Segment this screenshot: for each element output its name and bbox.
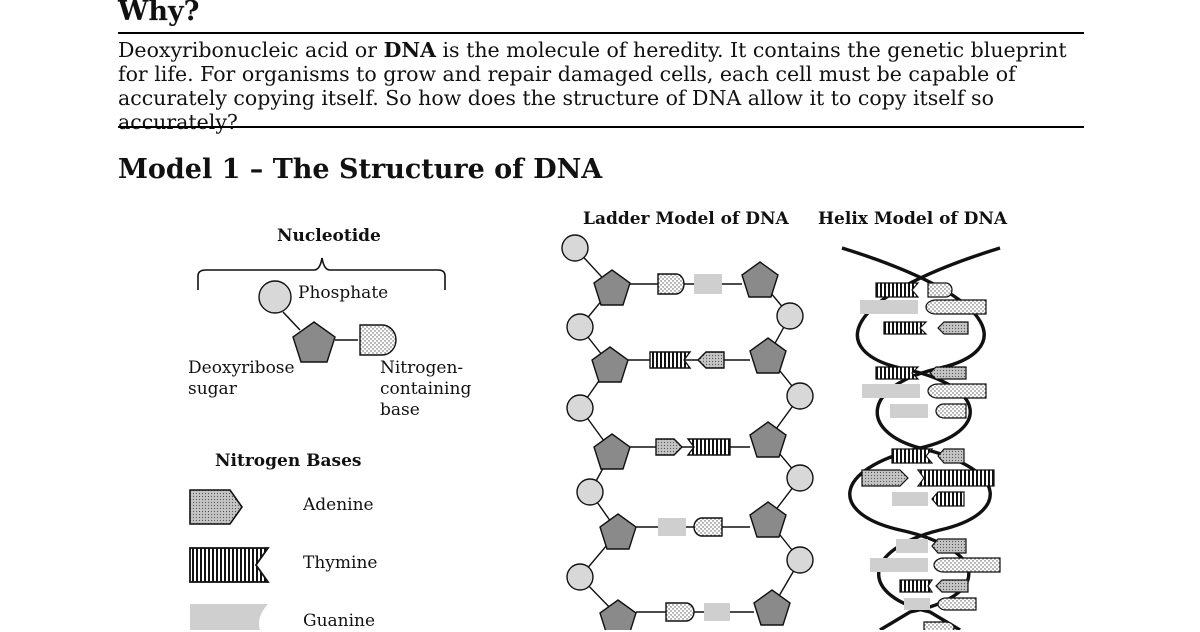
ladder-title: Ladder Model of DNA	[583, 209, 789, 229]
adenine-icon	[189, 489, 243, 525]
nucleotide-structure	[258, 280, 397, 363]
helix-model	[841, 246, 1001, 630]
why-paragraph: Deoxyribonucleic acid or DNA is the mole…	[118, 38, 1088, 134]
nucleotide-brace	[197, 257, 446, 290]
why-text-part2: is the molecule of heredity. It contains…	[118, 38, 1067, 134]
legend-label-adenine: Adenine	[303, 495, 374, 515]
thymine-icon	[189, 547, 270, 583]
why-heading: Why?	[118, 0, 200, 27]
legend-label-thymine: Thymine	[303, 553, 378, 573]
why-text-part1: Deoxyribonucleic acid or	[118, 38, 384, 62]
helix-title: Helix Model of DNA	[818, 209, 1008, 229]
phosphate-circle	[258, 280, 292, 314]
guanine-icon	[190, 604, 268, 630]
nucleotide-title: Nucleotide	[277, 226, 381, 246]
model-title: Model 1 – The Structure of DNA	[118, 154, 603, 185]
legend-label-guanine: Guanine	[303, 611, 376, 631]
sugar-pentagon	[292, 321, 336, 363]
ladder-model	[561, 234, 814, 630]
bottom-rule	[118, 126, 1084, 128]
phosphate-label: Phosphate	[298, 283, 389, 303]
top-rule	[118, 32, 1084, 34]
dna-bold-term: DNA	[383, 38, 436, 62]
bases-legend-title: Nitrogen Bases	[215, 451, 362, 471]
base-shape	[359, 324, 397, 356]
